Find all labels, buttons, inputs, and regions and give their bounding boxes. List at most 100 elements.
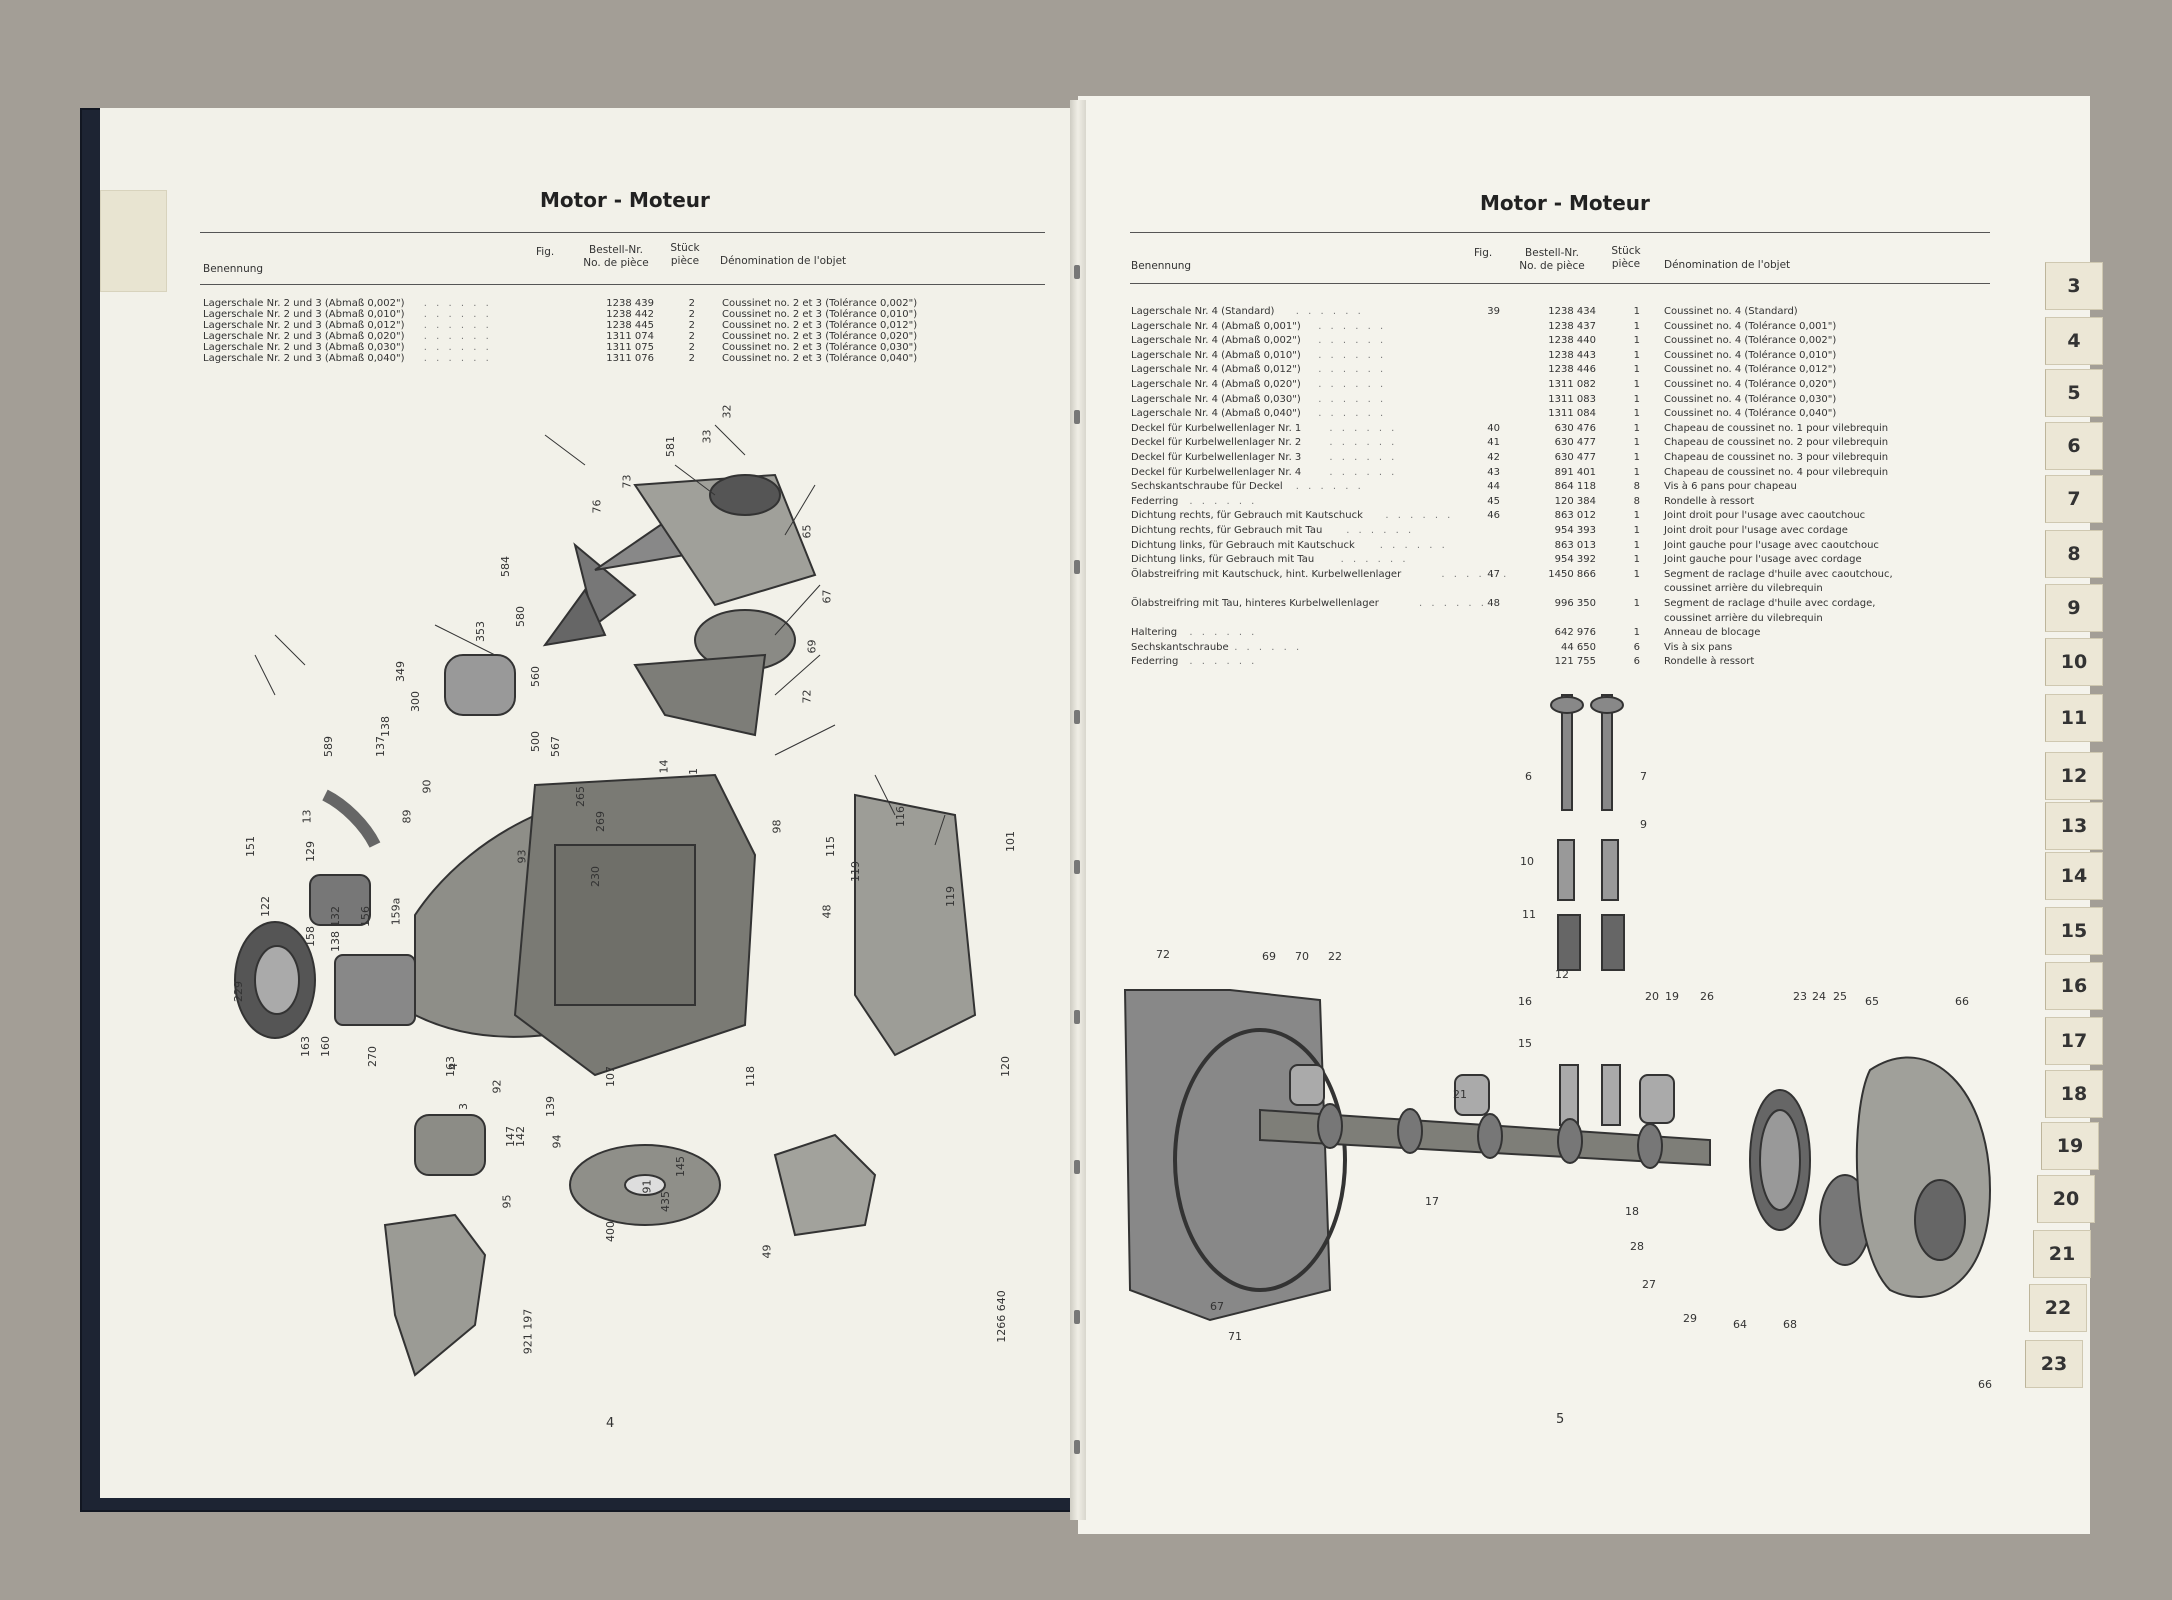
diagram-callout: 73 bbox=[620, 474, 634, 489]
index-tab-16[interactable]: 16 bbox=[2045, 962, 2103, 1010]
diagram-callout: 69 bbox=[1262, 950, 1276, 963]
diagram-callout: 9 bbox=[1640, 818, 1647, 831]
diagram-callout: 400 bbox=[604, 1221, 617, 1242]
diagram-callout: 353 bbox=[474, 621, 487, 642]
binding-stitch bbox=[1074, 265, 1080, 279]
part-description: Coussinet no. 4 (Tolérance 0,040") bbox=[1664, 408, 1837, 420]
diagram-callout: 142 bbox=[514, 1126, 527, 1147]
index-tab-22[interactable]: 22 bbox=[2029, 1284, 2087, 1332]
index-tab-8[interactable]: 8 bbox=[2045, 530, 2103, 578]
leader-dots: . . . . . . bbox=[423, 331, 492, 342]
quantity: 1 bbox=[1633, 510, 1640, 522]
quantity: 1 bbox=[1633, 598, 1640, 609]
quantity: 1 bbox=[1633, 349, 1640, 361]
diagram-callout: 69 bbox=[805, 639, 819, 654]
index-tab-9[interactable]: 9 bbox=[2045, 584, 2103, 632]
part-name: Ölabstreifring mit Tau, hinteres Kurbelw… bbox=[1131, 598, 1379, 609]
diagram-callout: 300 bbox=[409, 691, 422, 712]
part-description: Vis à 6 pans pour chapeau bbox=[1664, 481, 1797, 493]
part-name: Lagerschale Nr. 2 und 3 (Abmaß 0,040") bbox=[203, 353, 405, 364]
part-description: Coussinet no. 4 (Tolérance 0,001") bbox=[1664, 320, 1837, 332]
index-tab-4[interactable]: 4 bbox=[2045, 317, 2103, 365]
index-tab-12[interactable]: 12 bbox=[2045, 752, 2103, 800]
part-name: Deckel für Kurbelwellenlager Nr. 4 bbox=[1131, 466, 1302, 478]
leader-dots: . . . . . . bbox=[1340, 554, 1409, 566]
quantity: 8 bbox=[1633, 481, 1640, 493]
leader-dots: . . . . . . bbox=[423, 320, 492, 331]
part-number: 954 392 bbox=[1554, 554, 1596, 566]
diagram-callout: 145 bbox=[674, 1156, 687, 1177]
quantity: 1 bbox=[1633, 554, 1640, 566]
diagram-callout: 26 bbox=[1700, 990, 1714, 1003]
leader-dots: . . . . . . bbox=[1441, 568, 1510, 580]
tape-strip bbox=[100, 190, 167, 292]
index-tab-20[interactable]: 20 bbox=[2037, 1175, 2095, 1223]
leader-dots: . . . . . . bbox=[1318, 320, 1387, 332]
part-number: 1311 082 bbox=[1548, 379, 1596, 390]
quantity: 1 bbox=[1633, 627, 1640, 639]
quantity: 1 bbox=[1633, 393, 1640, 405]
col-header-fig: Fig. bbox=[1474, 247, 1493, 259]
fig-number: 43 bbox=[1487, 466, 1500, 478]
diagram-callout: 10 bbox=[1520, 855, 1534, 868]
fig-number: 48 bbox=[1487, 598, 1500, 609]
diagram-callout: 12 bbox=[1555, 968, 1569, 981]
diagram-callout: 11 bbox=[1522, 908, 1536, 921]
index-tab-3[interactable]: 3 bbox=[2045, 262, 2103, 310]
index-tab-17[interactable]: 17 bbox=[2045, 1017, 2103, 1065]
index-tab-21[interactable]: 21 bbox=[2033, 1230, 2091, 1278]
index-tab-11[interactable]: 11 bbox=[2045, 694, 2103, 742]
diagram-callout: 921 197 bbox=[521, 1308, 535, 1355]
diagram-callout: 27 bbox=[1642, 1278, 1656, 1291]
part-number: 630 477 bbox=[1554, 452, 1596, 463]
part-description: Coussinet no. 2 et 3 (Tolérance 0,002") bbox=[722, 298, 918, 309]
index-tab-14[interactable]: 14 bbox=[2045, 852, 2103, 900]
diagram-callout: 76 bbox=[590, 499, 604, 514]
diagram-callout: 64 bbox=[1733, 1318, 1747, 1331]
index-tab-7[interactable]: 7 bbox=[2045, 475, 2103, 523]
diagram-callout: 132 bbox=[329, 906, 342, 927]
index-tab-18[interactable]: 18 bbox=[2045, 1070, 2103, 1118]
index-tab-15[interactable]: 15 bbox=[2045, 907, 2103, 955]
diagram-callout: 116 bbox=[894, 806, 907, 827]
index-tab-13[interactable]: 13 bbox=[2045, 802, 2103, 850]
diagram-callout: 589 bbox=[322, 736, 335, 757]
part-description: Chapeau de coussinet no. 3 pour vilebreq… bbox=[1664, 452, 1889, 463]
part-number: 1238 446 bbox=[1548, 364, 1596, 376]
diagram-callout: 107 bbox=[604, 1066, 617, 1087]
diagram-callout: 28 bbox=[1630, 1240, 1644, 1253]
part-description: Coussinet no. 4 (Tolérance 0,012") bbox=[1664, 364, 1837, 376]
fig-number: 39 bbox=[1487, 306, 1500, 317]
binding-stitch bbox=[1074, 560, 1080, 574]
diagram-callout: 98 bbox=[770, 819, 784, 834]
part-name: Lagerschale Nr. 2 und 3 (Abmaß 0,010") bbox=[203, 309, 405, 320]
part-description: Coussinet no. 4 (Tolérance 0,010") bbox=[1664, 349, 1837, 361]
index-tab-5[interactable]: 5 bbox=[2045, 369, 2103, 417]
diagram-callout: 156 bbox=[359, 906, 372, 927]
part-number: 1238 445 bbox=[606, 320, 654, 331]
part-number: 120 384 bbox=[1554, 495, 1596, 507]
leader-dots: . . . . . . bbox=[1318, 408, 1387, 420]
quantity: 1 bbox=[1633, 437, 1640, 449]
part-number: 1238 443 bbox=[1548, 349, 1596, 361]
diagram-callout: 349 bbox=[394, 661, 407, 682]
quantity: 2 bbox=[688, 342, 695, 353]
diagram-callout: 17 bbox=[1425, 1195, 1439, 1208]
part-number: 863 012 bbox=[1554, 510, 1596, 522]
part-number: 863 013 bbox=[1554, 539, 1596, 551]
diagram-callout: 560 bbox=[529, 666, 542, 687]
index-tab-23[interactable]: 23 bbox=[2025, 1340, 2083, 1388]
index-tab-6[interactable]: 6 bbox=[2045, 422, 2103, 470]
binding-stitch bbox=[1074, 1440, 1080, 1454]
index-tab-10[interactable]: 10 bbox=[2045, 638, 2103, 686]
leader-dots: . . . . . . bbox=[1189, 656, 1258, 668]
part-name: Lagerschale Nr. 4 (Abmaß 0,040") bbox=[1131, 408, 1301, 420]
diagram-callout: 21 bbox=[1453, 1088, 1467, 1101]
col-header-denomination: Dénomination de l'objet bbox=[1664, 259, 1791, 271]
quantity: 6 bbox=[1633, 641, 1640, 653]
index-tab-19[interactable]: 19 bbox=[2041, 1122, 2099, 1170]
diagram-callout: 138 bbox=[329, 931, 342, 952]
diagram-callout: 66 bbox=[1978, 1378, 1992, 1391]
part-name: Federring bbox=[1131, 656, 1179, 668]
